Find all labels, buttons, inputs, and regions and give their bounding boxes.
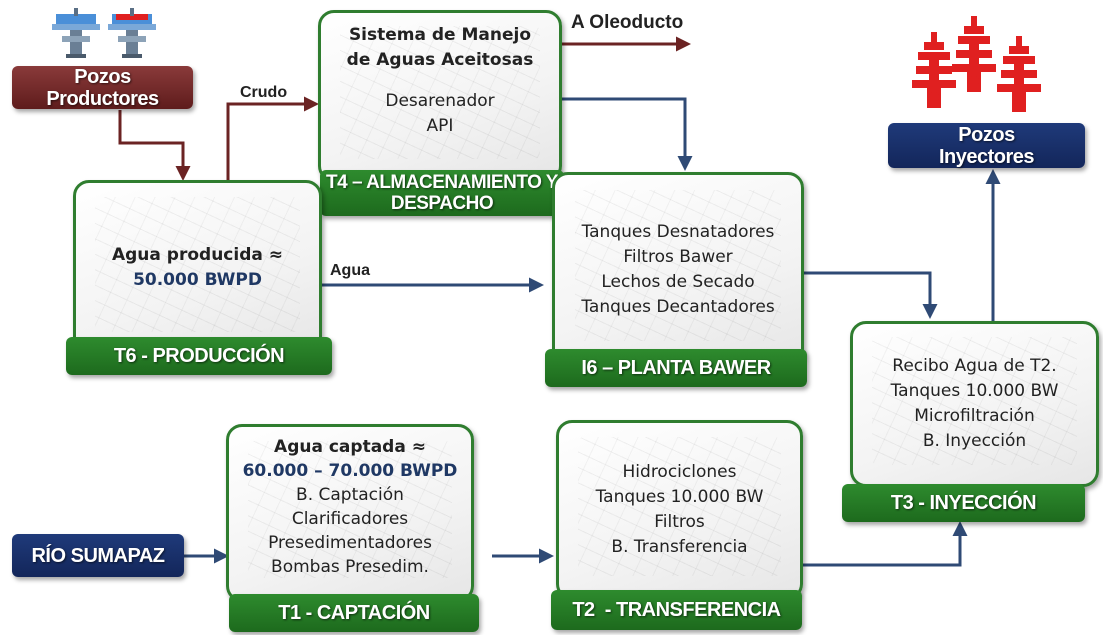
t1-item: Clarificadores — [291, 509, 409, 529]
t2-label: T2 - TRANSFERENCIA — [551, 590, 802, 630]
t3-item: Tanques 10.000 BW — [890, 381, 1059, 401]
t1-value: 60.000 – 70.000 BWPD — [242, 461, 458, 481]
t4-title: Sistema de Manejo de Aguas Aceitosas — [346, 25, 534, 70]
t6-box: Agua producida ≈ 50.000 BWPD — [73, 180, 322, 355]
t1-item: Bombas Presedim. — [271, 557, 429, 577]
t4-box: Sistema de Manejo de Aguas Aceitosas Des… — [318, 10, 562, 182]
i6-item: Lechos de Secado — [601, 271, 755, 292]
t6-text: Agua producida ≈ — [111, 244, 284, 265]
t3-label: T3 - INYECCIÓN — [842, 484, 1085, 522]
pozos-inyectores: Pozos Inyectores — [888, 123, 1085, 168]
t3-item: B. Inyección — [922, 431, 1027, 451]
flow-label-oleoducto: A Oleoducto — [571, 12, 684, 33]
t2-item: B. Transferencia — [611, 537, 748, 557]
t2-item: Hidrociclones — [622, 462, 737, 482]
wellhead-icon — [108, 8, 156, 58]
t3-sketch — [872, 336, 1077, 465]
t6-label: T6 - PRODUCCIÓN — [66, 337, 332, 375]
t3-item: Recibo Agua de T2. — [892, 356, 1057, 376]
t3-box: Recibo Agua de T2. Tanques 10.000 BW Mic… — [850, 321, 1099, 487]
arrow-i6-to-t3 — [804, 271, 938, 319]
arrow-t2-to-t3 — [803, 521, 968, 567]
rio-sumapaz: RÍO SUMAPAZ — [12, 534, 184, 577]
t4-item: Desarenador — [385, 91, 495, 111]
i6-item: Filtros Bawer — [623, 246, 733, 267]
t2-item: Filtros — [654, 512, 705, 532]
arrow-productores-to-t6 — [118, 110, 191, 181]
i6-item: Tanques Decantadores — [581, 296, 775, 317]
t1-sketch — [248, 440, 452, 579]
wellhead-icon — [52, 8, 100, 58]
t2-item: Tanques 10.000 BW — [595, 487, 764, 507]
arrow-t4-to-i6 — [562, 97, 693, 171]
t4-item: API — [426, 116, 454, 136]
arrow-crudo-t6-to-t4 — [226, 96, 319, 180]
i6-sketch — [574, 190, 782, 342]
i6-label: I6 – PLANTA BAWER — [545, 349, 807, 387]
t2-sketch — [578, 436, 781, 577]
t4-label: T4 – ALMACENAMIENTO Y DESPACHO — [320, 170, 564, 216]
t3-item: Microfiltración — [914, 406, 1035, 426]
i6-box: Tanques Desnatadores Filtros Bawer Lecho… — [552, 172, 804, 367]
i6-item: Tanques Desnatadores — [581, 221, 775, 242]
t6-value: 50.000 BWPD — [133, 269, 262, 290]
t1-item: B. Captación — [296, 485, 404, 505]
christmas-tree-wellhead-icon — [912, 32, 956, 108]
christmas-tree-wellhead-icon — [952, 16, 996, 92]
t6-sketch — [95, 196, 300, 332]
t1-label: T1 - CAPTACIÓN — [229, 594, 479, 632]
t2-box: Hidrociclones Tanques 10.000 BW Filtros … — [556, 420, 803, 600]
flow-label-agua: Agua — [330, 262, 370, 279]
t1-text: Agua captada ≈ — [274, 437, 426, 457]
t1-box: Agua captada ≈ 60.000 – 70.000 BWPD B. C… — [226, 424, 474, 602]
christmas-tree-wellhead-icon — [997, 36, 1041, 112]
t4-sketch — [340, 26, 540, 160]
pozos-productores: Pozos Productores — [12, 66, 193, 110]
flow-label-crudo: Crudo — [240, 84, 288, 101]
t1-item: Presedimentadores — [268, 533, 432, 553]
